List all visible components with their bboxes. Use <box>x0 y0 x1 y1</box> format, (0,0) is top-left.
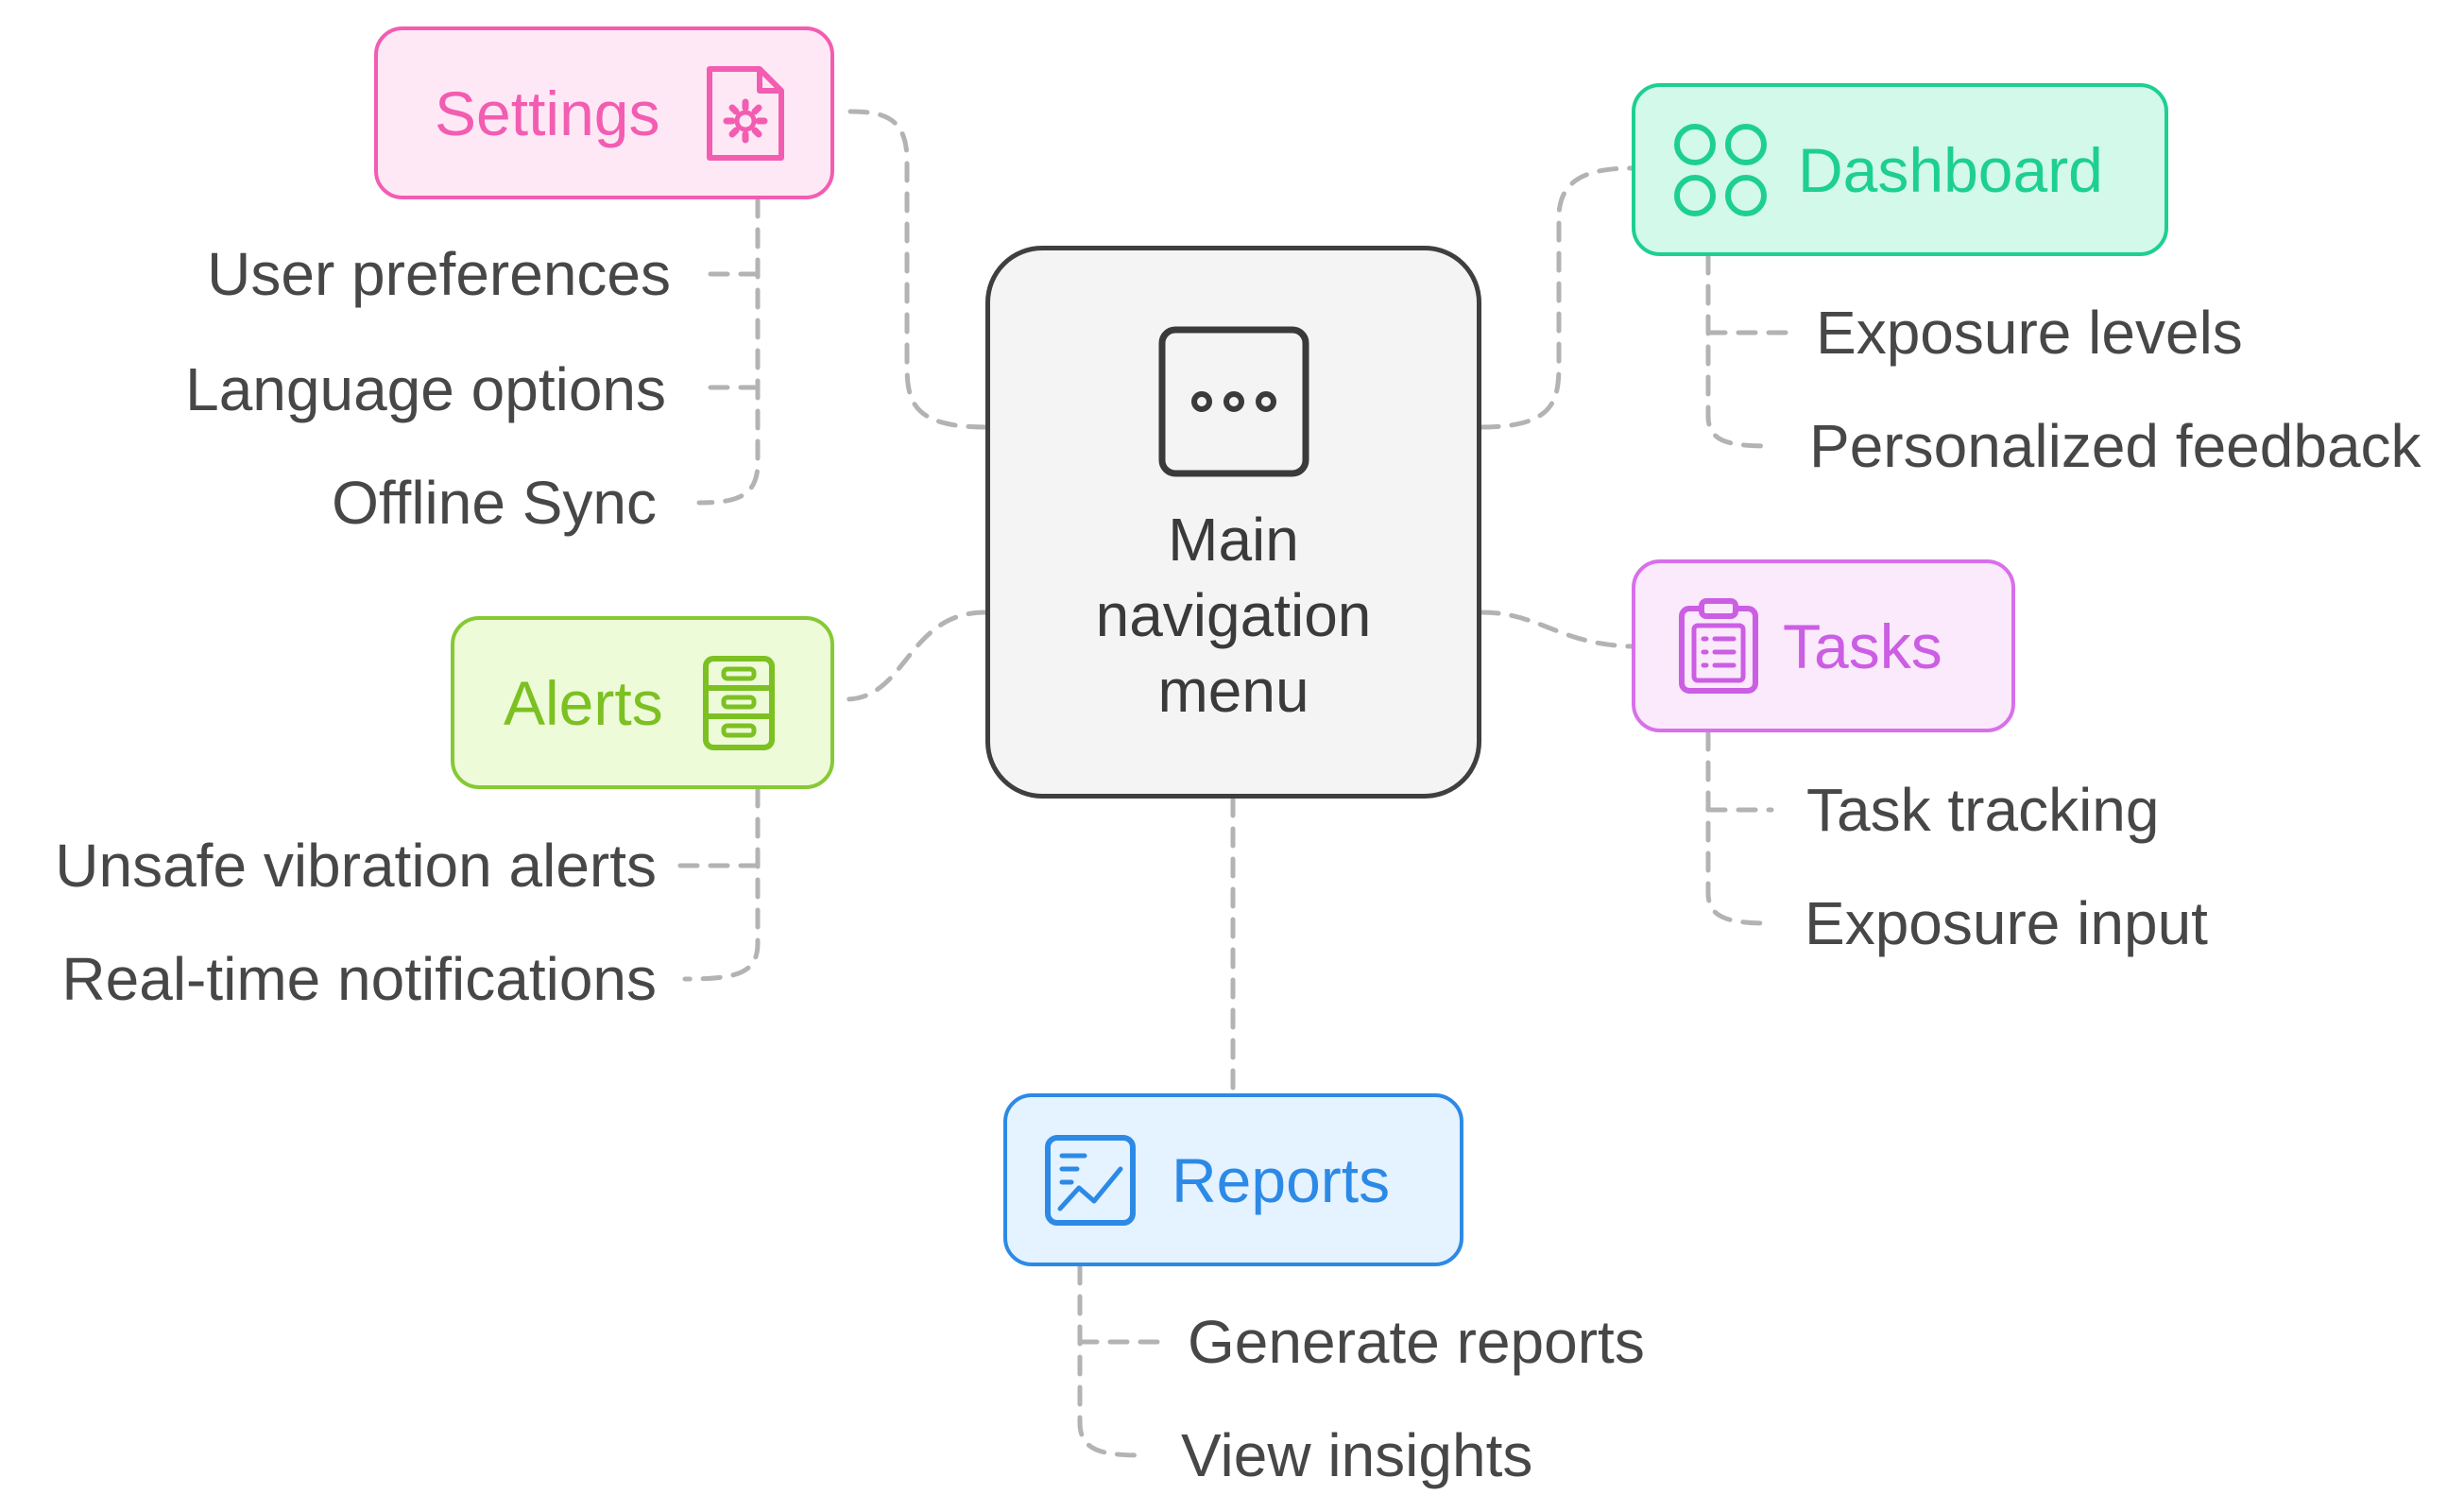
grid-circles-icon <box>1674 123 1767 216</box>
dashboard-node[interactable]: Dashboard <box>1632 83 2168 256</box>
settings-leaf-user-preferences: User preferences <box>207 240 671 308</box>
reports-node[interactable]: Reports <box>1003 1093 1463 1266</box>
connector-dashboard-trunk <box>1705 253 1774 449</box>
connector-center-settings <box>843 109 988 430</box>
dashboard-label: Dashboard <box>1798 134 2103 205</box>
alerts-leaf-real-time-notifications: Real-time notifications <box>61 945 657 1013</box>
chart-report-icon <box>1045 1134 1136 1226</box>
reports-leaf-generate-reports: Generate reports <box>1188 1308 1645 1376</box>
connector-alerts-trunk <box>682 786 761 982</box>
alerts-leaf-unsafe-vibration: Unsafe vibration alerts <box>55 832 657 900</box>
dashboard-leaf-exposure-levels: Exposure levels <box>1816 299 2243 367</box>
settings-label: Settings <box>435 77 660 148</box>
drawer-cabinet-icon <box>702 655 775 750</box>
connector-settings-trunk <box>696 197 761 506</box>
connector-center-tasks <box>1479 610 1634 649</box>
tasks-leaf-exposure-input: Exposure input <box>1805 889 2208 957</box>
settings-leaf-language-options: Language options <box>185 355 666 423</box>
more-horizontal-icon <box>1158 326 1309 477</box>
connector-center-alerts <box>843 610 988 702</box>
connector-tasks-trunk <box>1705 730 1774 926</box>
alerts-node[interactable]: Alerts <box>451 616 834 789</box>
main-navigation-node[interactable]: Main navigation menu <box>985 246 1481 799</box>
clipboard-list-icon <box>1679 597 1758 694</box>
connector-center-dashboard <box>1479 165 1634 430</box>
settings-node[interactable]: Settings <box>374 26 834 199</box>
main-navigation-label: Main navigation menu <box>1095 506 1372 725</box>
tasks-label: Tasks <box>1783 610 1942 681</box>
reports-label: Reports <box>1172 1144 1391 1215</box>
dashboard-leaf-personalized-feedback: Personalized feedback <box>1809 412 2421 480</box>
settings-document-icon <box>707 65 785 161</box>
connector-reports-trunk <box>1077 1263 1146 1458</box>
alerts-label: Alerts <box>504 667 663 738</box>
settings-leaf-offline-sync: Offline Sync <box>332 469 657 537</box>
reports-leaf-view-insights: View insights <box>1181 1421 1533 1489</box>
tasks-leaf-task-tracking: Task tracking <box>1806 776 2160 844</box>
tasks-node[interactable]: Tasks <box>1632 559 2015 732</box>
